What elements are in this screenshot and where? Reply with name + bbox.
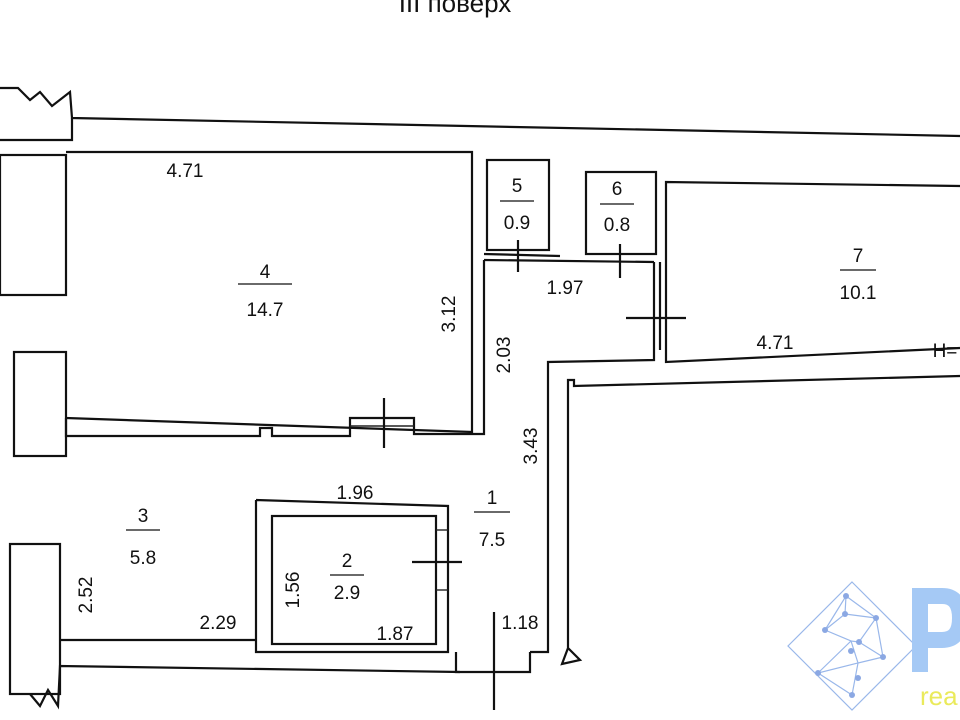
room-number: 1: [487, 488, 498, 509]
room-number: 5: [512, 176, 523, 197]
room-area: 10.1: [840, 283, 877, 304]
room-area: 0.9: [504, 213, 530, 234]
room-5: 5 0.9: [500, 176, 534, 234]
height-label: H=: [933, 341, 958, 362]
watermark-text: rea: [920, 681, 958, 711]
walls: [0, 86, 960, 710]
room-7: 7 10.1 4.71 H=: [757, 246, 958, 362]
room-area: 2.9: [334, 583, 360, 604]
dimension-label: 2.29: [200, 613, 237, 634]
room-number: 4: [260, 262, 271, 283]
room-number: 6: [612, 179, 623, 200]
watermark-logo: rea: [787, 581, 960, 711]
room-area: 14.7: [247, 300, 284, 321]
room-1: 1 7.5 1.18: [474, 488, 538, 634]
dimension-label: 1.96: [337, 483, 374, 504]
room-area: 5.8: [130, 548, 156, 569]
floor-title: III поверх: [399, 0, 512, 18]
dimension-label: 3.12: [439, 296, 460, 333]
dimension-label: 2.03: [494, 337, 515, 374]
dimension-label: 4.71: [167, 161, 204, 182]
room-4: 4 14.7 4.71 3.12: [167, 161, 460, 332]
room-area: 0.8: [604, 215, 630, 236]
dimension-label: 1.87: [377, 624, 414, 645]
dimension-label: 1.97: [547, 278, 584, 299]
room-2: 1.96 2 2.9 1.56 1.87: [283, 483, 413, 645]
dimension-label: 2.52: [76, 577, 97, 614]
room-6: 6 0.8: [600, 179, 634, 236]
dimension-label: 4.71: [757, 333, 794, 354]
room-number: 2: [342, 551, 353, 572]
dimension-label: 1.18: [502, 613, 539, 634]
room-area: 7.5: [479, 530, 505, 551]
dimension-label: 3.43: [521, 428, 542, 465]
room-3: 3 5.8 2.52 2.29: [76, 506, 236, 634]
dimension-label: 1.56: [283, 572, 304, 609]
room-number: 3: [138, 506, 149, 527]
room-number: 7: [853, 246, 864, 267]
